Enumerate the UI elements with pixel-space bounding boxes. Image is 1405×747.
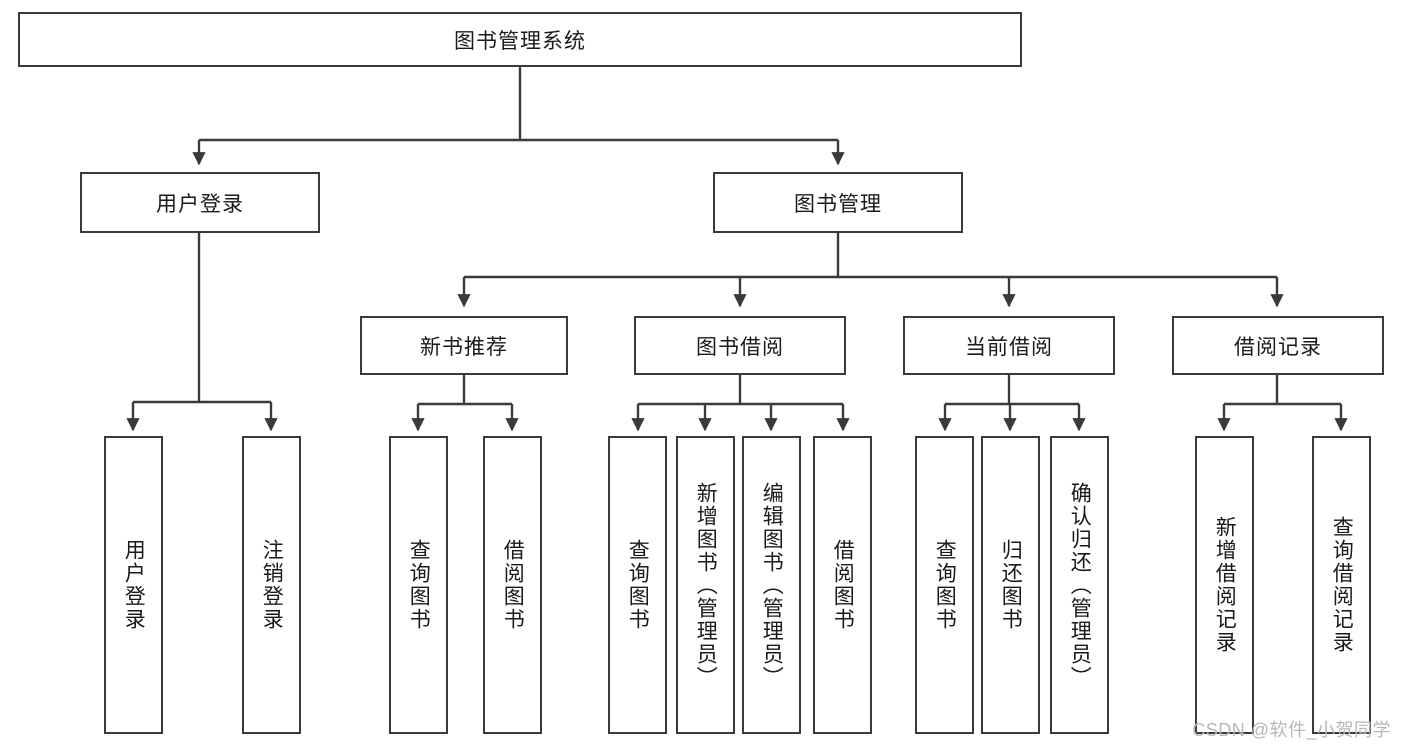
leaf-label: 归还图书: [999, 539, 1023, 631]
leaf-label: 查询借阅记录: [1330, 516, 1354, 654]
node-current-borrow-label: 当前借阅: [965, 335, 1053, 359]
node-book-management[interactable]: 图书管理: [713, 172, 963, 233]
node-user-login[interactable]: 用户登录: [80, 172, 320, 233]
node-user-login-label: 用户登录: [156, 192, 244, 216]
node-new-book-recommend[interactable]: 新书推荐: [360, 316, 568, 375]
leaf-book-borrow-edit[interactable]: 编辑图书（管理员）: [742, 436, 801, 734]
node-borrow-record[interactable]: 借阅记录: [1172, 316, 1384, 375]
leaf-label: 借阅图书: [831, 539, 855, 631]
leaf-new-book-borrow[interactable]: 借阅图书: [483, 436, 542, 734]
leaf-new-book-query[interactable]: 查询图书: [389, 436, 448, 734]
leaf-book-borrow-query[interactable]: 查询图书: [608, 436, 667, 734]
node-borrow-record-label: 借阅记录: [1234, 335, 1322, 359]
leaf-label: 编辑图书（管理员）: [760, 481, 784, 689]
node-new-book-recommend-label: 新书推荐: [420, 335, 508, 359]
leaf-label: 新增图书（管理员）: [694, 481, 718, 689]
node-root[interactable]: 图书管理系统: [18, 12, 1022, 67]
leaf-user-login-signout[interactable]: 注销登录: [242, 436, 301, 734]
leaf-label: 注销登录: [260, 539, 284, 631]
leaf-book-borrow-lend[interactable]: 借阅图书: [813, 436, 872, 734]
node-root-label: 图书管理系统: [454, 29, 586, 53]
node-book-borrow-label: 图书借阅: [696, 335, 784, 359]
watermark: CSDN @软件_小贺同学: [1192, 720, 1391, 740]
leaf-borrow-record-add[interactable]: 新增借阅记录: [1195, 436, 1254, 734]
leaf-borrow-record-query[interactable]: 查询借阅记录: [1312, 436, 1371, 734]
leaf-book-borrow-add[interactable]: 新增图书（管理员）: [676, 436, 735, 734]
leaf-current-borrow-confirm-return[interactable]: 确认归还（管理员）: [1050, 436, 1109, 734]
leaf-label: 确认归还（管理员）: [1068, 481, 1092, 689]
leaf-current-borrow-return[interactable]: 归还图书: [981, 436, 1040, 734]
leaf-label: 新增借阅记录: [1213, 516, 1237, 654]
node-book-management-label: 图书管理: [794, 192, 882, 216]
leaf-current-borrow-query[interactable]: 查询图书: [915, 436, 974, 734]
leaf-label: 查询图书: [933, 539, 957, 631]
node-book-borrow[interactable]: 图书借阅: [634, 316, 846, 375]
node-current-borrow[interactable]: 当前借阅: [903, 316, 1115, 375]
leaf-label: 查询图书: [407, 539, 431, 631]
leaf-user-login-signin[interactable]: 用户登录: [104, 436, 163, 734]
leaf-label: 借阅图书: [501, 539, 525, 631]
leaf-label: 用户登录: [122, 539, 146, 631]
leaf-label: 查询图书: [626, 539, 650, 631]
